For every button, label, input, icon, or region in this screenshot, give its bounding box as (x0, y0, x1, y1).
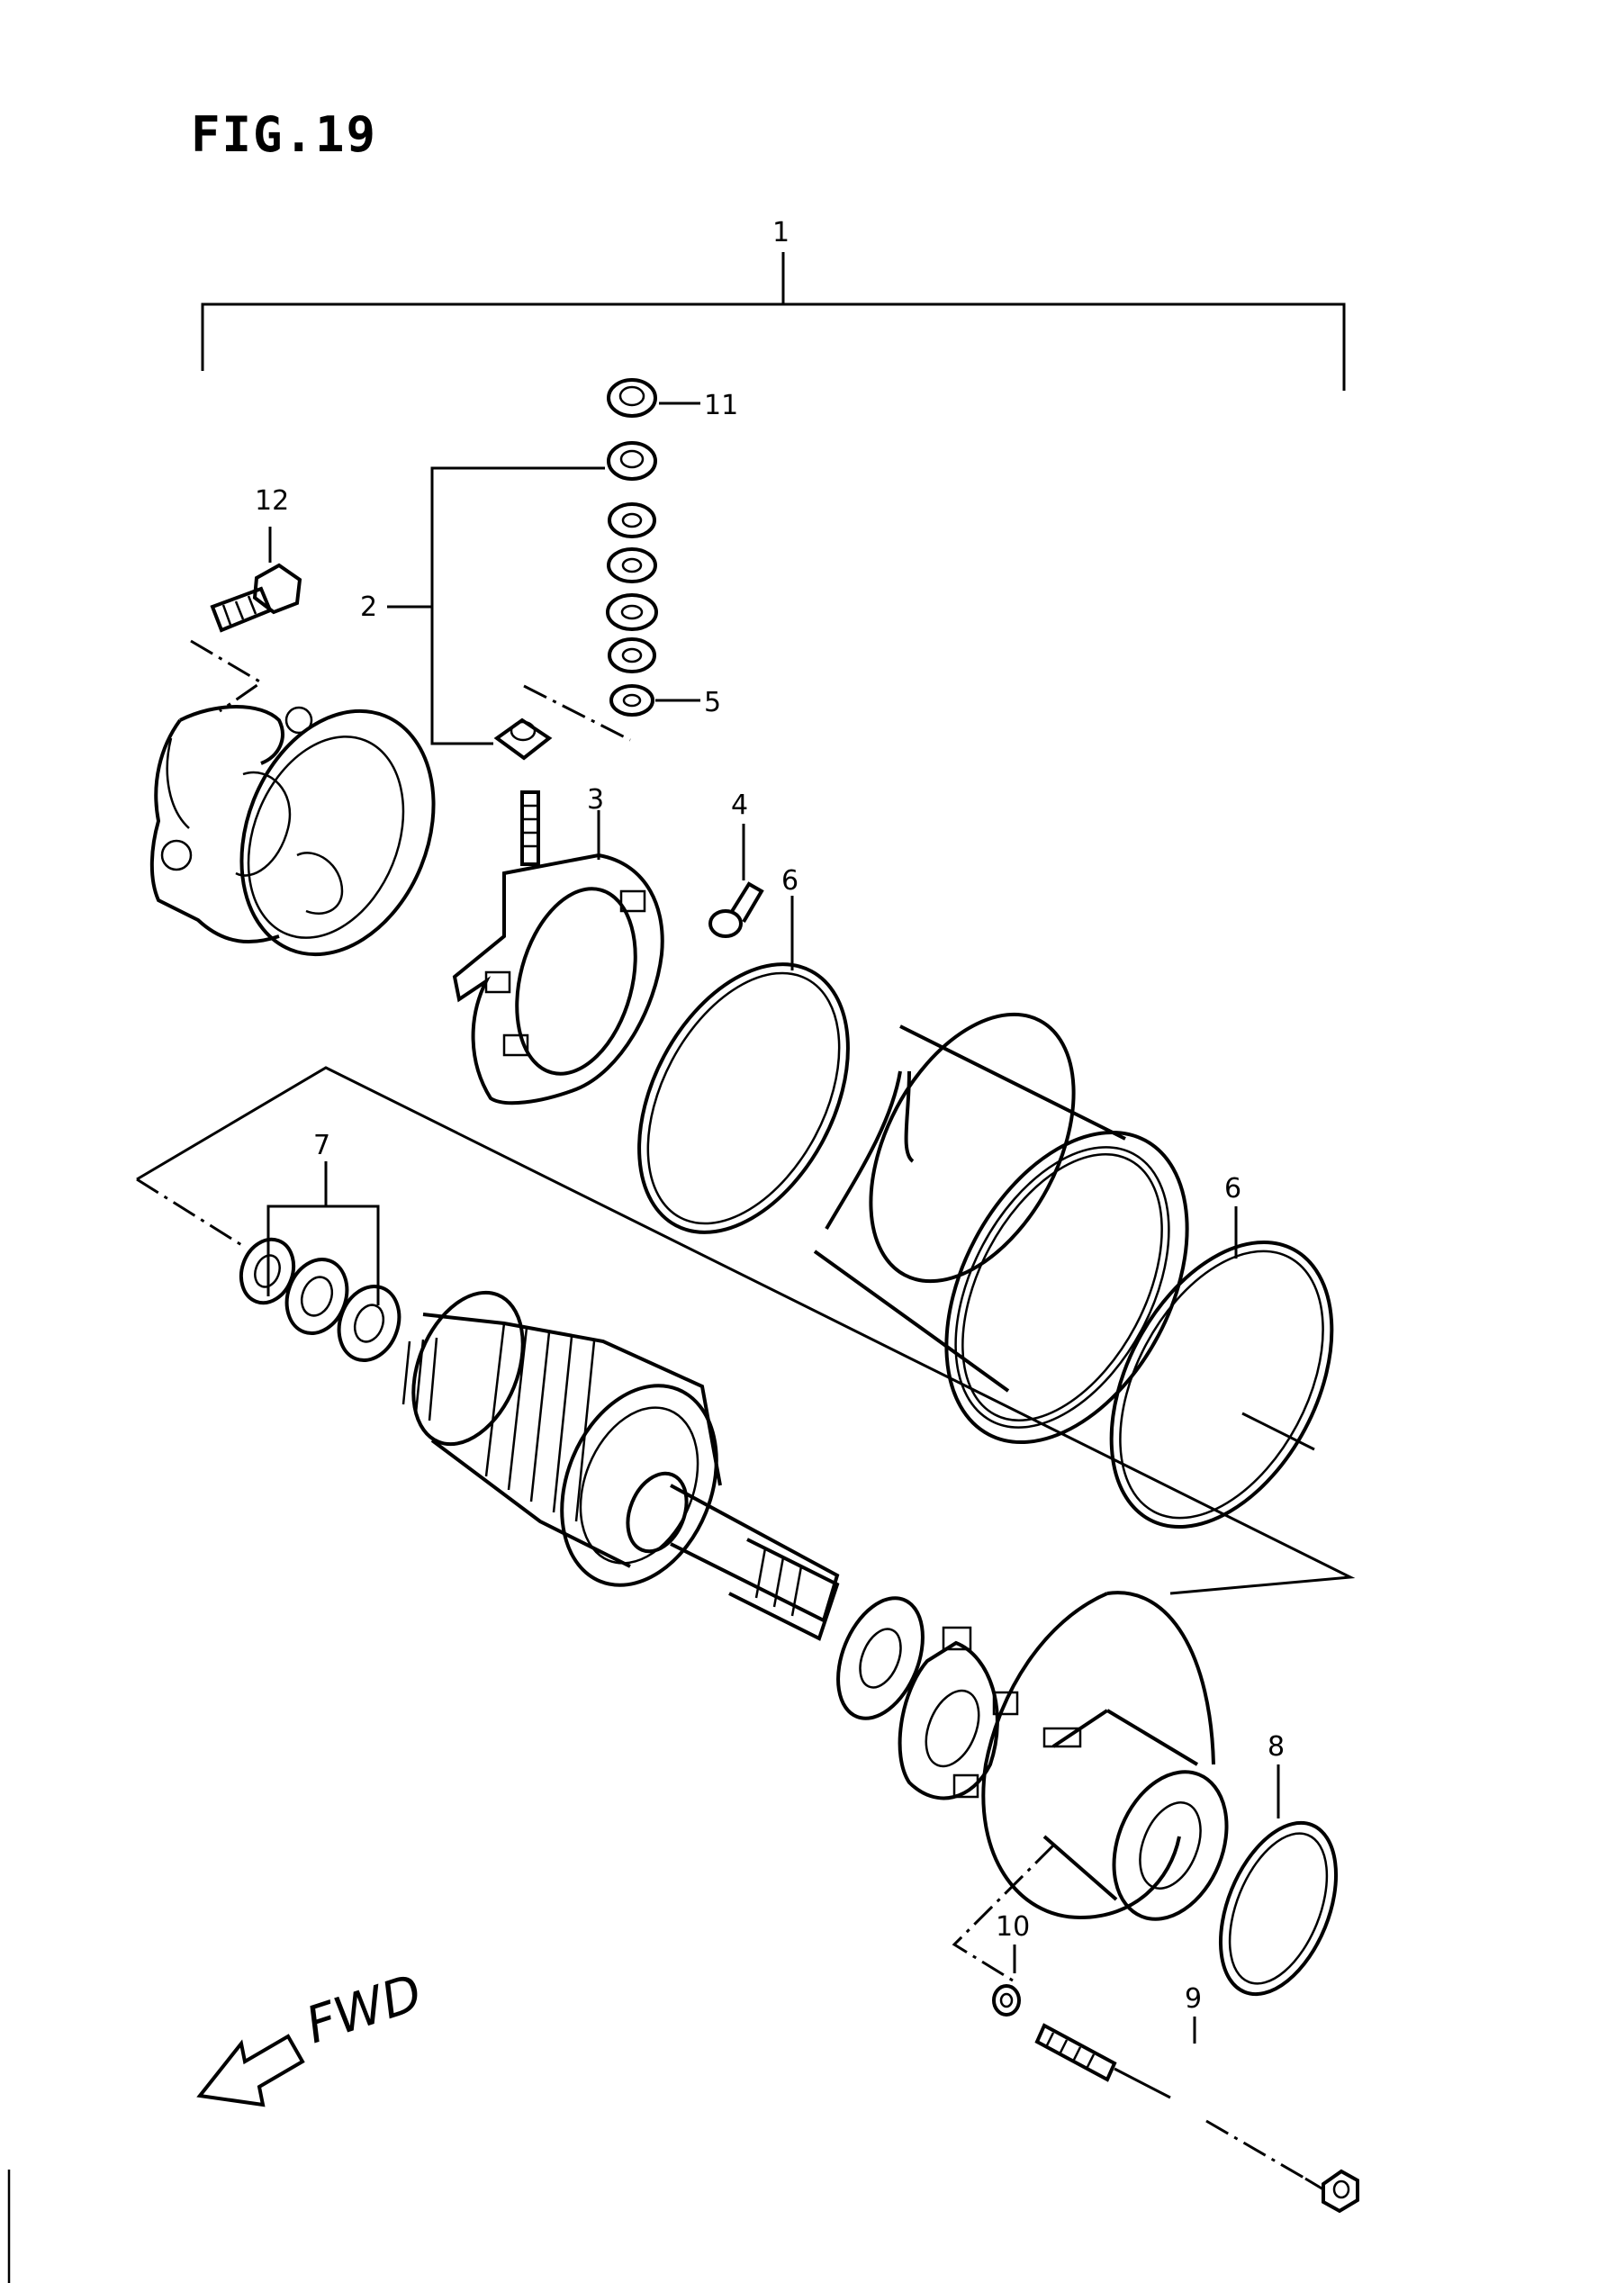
through-bolt-part-9 (1034, 2017, 1359, 2214)
callout-10: 10 (996, 1911, 1030, 1943)
bracket-part-2 (387, 466, 605, 745)
callout-11: 11 (704, 390, 738, 421)
callout-2: 2 (360, 591, 377, 623)
nut-part-11 (607, 378, 700, 418)
brush-plate-part-3 (452, 790, 664, 1105)
washer-part-10 (952, 1844, 1055, 2017)
armature-group-outline (136, 1066, 1356, 1595)
callout-1: 1 (772, 217, 789, 248)
washer-stack (606, 441, 700, 717)
o-ring-part-8 (1218, 1764, 1339, 1997)
callout-7: 7 (313, 1130, 330, 1161)
washers-part-7 (239, 1161, 401, 1362)
callout-4: 4 (731, 790, 748, 821)
forward-label: FWD (299, 1963, 429, 2055)
forward-arrow-icon (196, 2034, 305, 2107)
callout-9: 9 (1185, 1983, 1202, 2015)
callout-8: 8 (1268, 1731, 1285, 1763)
callout-3: 3 (587, 784, 604, 816)
yoke-housing (813, 1012, 1189, 1445)
armature-group-dash (136, 1178, 244, 1248)
lock-plate (898, 1626, 1019, 1800)
rear-housing (149, 705, 436, 957)
callout-6b: 6 (1224, 1173, 1241, 1205)
figure-title: FIG.19 (191, 106, 378, 163)
o-ring-part-6-upper (637, 896, 850, 1234)
front-cover (981, 1591, 1229, 1921)
grommet-part-4 (708, 824, 764, 938)
callout-6a: 6 (781, 865, 798, 897)
armature (401, 1290, 840, 1641)
o-ring-part-6-lower (1109, 1206, 1334, 1529)
assembly-bracket (201, 252, 1346, 391)
callout-5: 5 (704, 687, 721, 718)
terminal-nut (493, 684, 631, 761)
callout-12: 12 (255, 485, 289, 517)
front-washer (836, 1596, 925, 1720)
bolt-part-12 (190, 527, 302, 713)
